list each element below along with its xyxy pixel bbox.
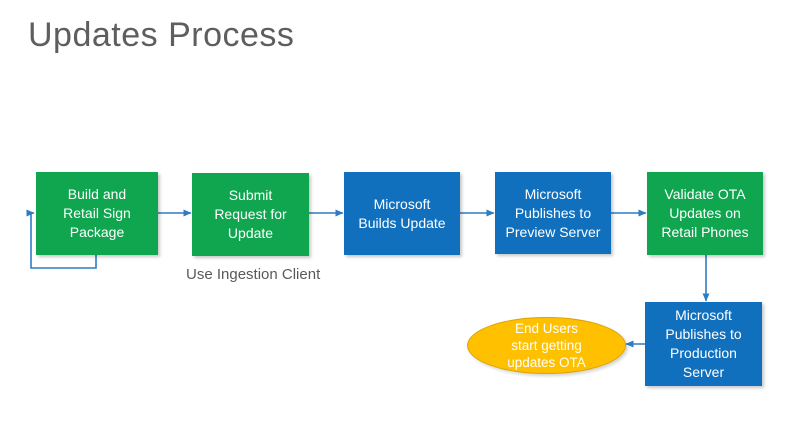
flow-node-label: Microsoft Publishes to Production Server (665, 307, 742, 380)
flow-node-microsoft-publishes-preview: Microsoft Publishes to Preview Server (495, 172, 611, 254)
flow-node-validate-ota-retail-phones: Validate OTA Updates on Retail Phones (647, 172, 763, 255)
flow-node-label: Build and Retail Sign Package (63, 186, 131, 240)
flow-node-label: Microsoft Builds Update (358, 195, 446, 231)
flow-node-end-users-updates-ota: End Users start getting updates OTA (467, 317, 626, 374)
flow-node-build-retail-sign-package: Build and Retail Sign Package (36, 172, 158, 255)
flow-node-label: Validate OTA Updates on Retail Phones (661, 186, 749, 240)
flow-node-label: Microsoft Publishes to Preview Server (505, 185, 601, 240)
flow-node-submit-request-for-update: Submit Request for Update (192, 173, 309, 256)
flow-node-label: End Users start getting updates OTA (507, 321, 586, 370)
slide-title: Updates Process (28, 16, 295, 54)
flow-node-microsoft-builds-update: Microsoft Builds Update (344, 172, 460, 255)
flow-node-microsoft-publishes-production: Microsoft Publishes to Production Server (645, 302, 762, 386)
ingestion-client-caption: Use Ingestion Client (186, 266, 321, 283)
flow-node-label: Submit Request for Update (214, 187, 287, 241)
